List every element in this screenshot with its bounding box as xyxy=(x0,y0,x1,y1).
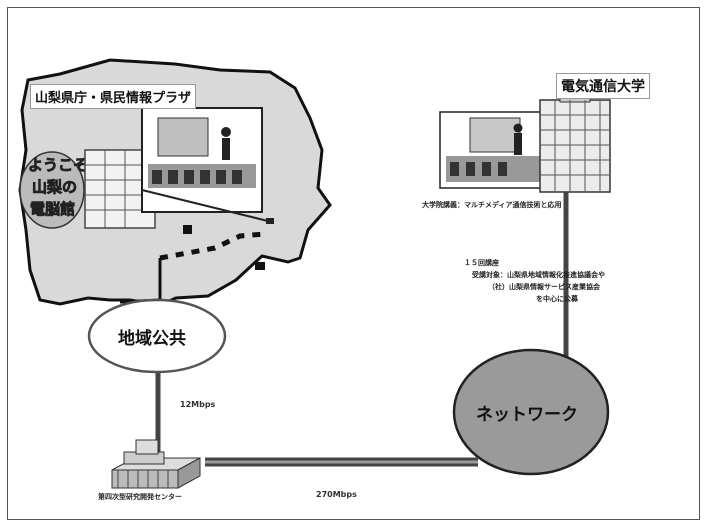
course-line3: （社）山梨県情報サービス産業協会 xyxy=(488,283,600,291)
center-label: 第四次型研究開発センター xyxy=(98,493,182,501)
uec-caption: 大学院講義：マルチメディア通信技術と応用 xyxy=(422,201,562,209)
factory-building-icon xyxy=(111,439,201,489)
network-cloud xyxy=(452,348,610,476)
speed-270mbps-label: 270Mbps xyxy=(316,490,357,499)
svg-text:山梨の: 山梨の xyxy=(32,178,77,196)
svg-text:ようこそ: ようこそ xyxy=(28,156,88,174)
course-line4: を中心に公募 xyxy=(536,295,578,303)
regional-public-cloud xyxy=(87,298,227,374)
course-line1: １５回講座 xyxy=(464,259,499,267)
lecture-hall-screen-icon xyxy=(141,107,274,224)
diagram-frame xyxy=(7,7,700,520)
map-small-mark xyxy=(255,262,265,270)
map-city-mark xyxy=(183,225,192,234)
yamanashi-title: 山梨県庁・県民情報プラザ xyxy=(30,84,197,109)
logo-graphic-icon: ようこそ 山梨の 電脳館 xyxy=(19,151,88,229)
svg-text:電脳館: 電脳館 xyxy=(30,200,75,218)
network-label: ネットワーク xyxy=(476,405,578,425)
uec-building-icon xyxy=(539,91,611,193)
uec-title: 電気通信大学 xyxy=(556,73,650,99)
regional-public-label: 地域公共 xyxy=(118,329,186,349)
map-dashed-border xyxy=(159,231,266,261)
speed-12mbps-label: 12Mbps xyxy=(180,400,216,409)
course-line2: 受講対象：山梨県地域情報化推進協議会や xyxy=(472,271,605,279)
uec-lecture-hall-screen-icon xyxy=(439,111,551,189)
